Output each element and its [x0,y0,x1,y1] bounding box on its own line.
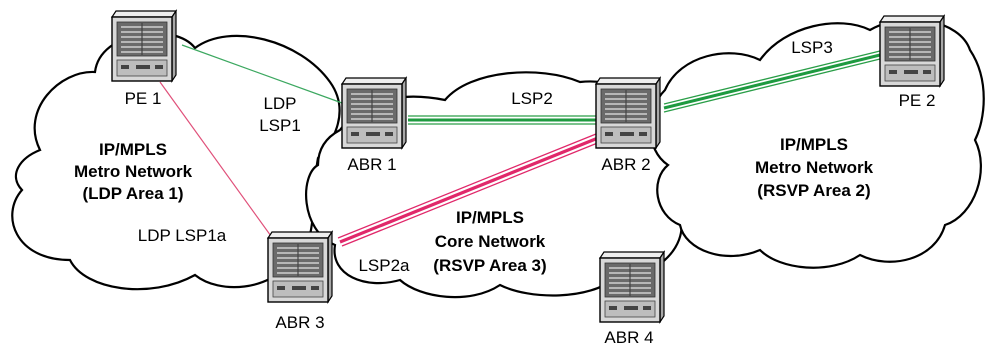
metro-right-line2: Metro Network [755,158,874,177]
router-abr3-icon [267,231,333,303]
link-pe1-abr1 [181,44,343,104]
label-lsp1: LSP1 [259,116,301,135]
label-abr3: ABR 3 [275,313,324,332]
label-abr4: ABR 4 [604,328,653,347]
metro-left-line1: IP/MPLS [99,140,167,159]
metro-left-line2: Metro Network [74,162,193,181]
network-core-label: IP/MPLS Core Network (RSVP Area 3) [433,208,546,275]
metro-right-line3: (RSVP Area 2) [757,181,870,200]
label-abr2: ABR 2 [601,155,650,174]
router-abr1-icon [341,77,407,149]
label-lsp2: LSP2 [511,89,553,108]
link-pe1-abr3 [159,81,277,244]
label-pe2: PE 2 [899,91,936,110]
core-line2: Core Network [435,232,546,251]
metro-left-line3: (LDP Area 1) [82,184,183,203]
core-line1: IP/MPLS [456,208,524,227]
lsp2-tunnel [408,115,596,125]
metro-right-line1: IP/MPLS [780,135,848,154]
router-abr2-icon [595,77,661,149]
label-abr1: ABR 1 [347,155,396,174]
router-pe1-icon [111,10,177,82]
network-metro-left-label: IP/MPLS Metro Network (LDP Area 1) [74,140,193,203]
label-pe1: PE 1 [125,89,162,108]
network-metro-right-label: IP/MPLS Metro Network (RSVP Area 2) [755,135,874,200]
label-lsp2a: LSP2a [358,256,410,275]
label-lsp3: LSP3 [791,38,833,57]
router-abr4-icon [599,251,665,323]
lsp3-tunnel [663,50,881,113]
core-line3: (RSVP Area 3) [433,256,546,275]
label-ldp: LDP [263,94,296,113]
label-ldp-lsp1a: LDP LSP1a [138,226,227,245]
router-pe2-icon [879,15,945,87]
lsp2a-tunnel [337,133,601,247]
